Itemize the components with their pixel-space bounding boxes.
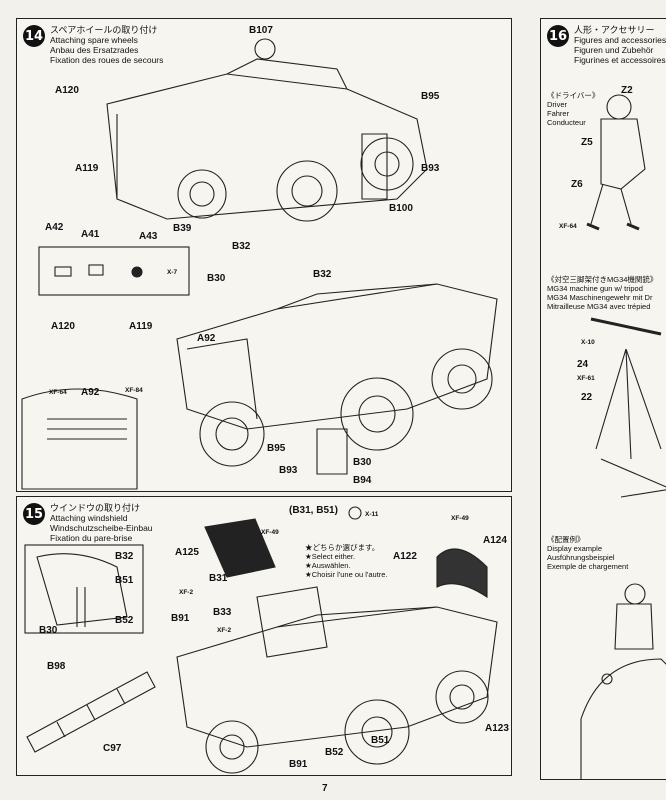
paint-code: X-7	[167, 269, 178, 276]
part-label: B100	[389, 203, 413, 214]
part-label: A119	[129, 321, 153, 332]
step-15-drawing	[24, 506, 498, 774]
paint-code: XF-49	[261, 529, 279, 536]
paint-code: X-11	[365, 511, 379, 518]
part-label: A41	[81, 229, 100, 240]
step-14-panel: 14 スペアホイールの取り付け Attaching spare wheels A…	[16, 18, 512, 492]
part-label: B94	[353, 475, 372, 486]
paint-code: XF-49	[451, 515, 469, 522]
step-titles: 人形・アクセサリー Figures and accessories Figure…	[574, 25, 666, 65]
part-label: B107	[249, 25, 273, 36]
paint-code: XF-84	[125, 387, 143, 394]
part-label: B32	[313, 269, 332, 280]
paint-code: XF-2	[217, 627, 232, 634]
part-label: B30	[207, 273, 226, 284]
part-label: B30	[353, 457, 372, 468]
selection-note: ★どちらか選びます。 ★Select either. ★Auswählen. ★…	[305, 543, 388, 579]
part-label: B93	[279, 465, 298, 476]
part-label: B39	[173, 223, 192, 234]
part-label: B51	[115, 575, 134, 586]
part-label: 22	[581, 392, 593, 403]
part-label: B91	[171, 613, 190, 624]
part-label: B98	[47, 661, 66, 672]
step-14-drawing	[21, 38, 498, 490]
part-label: A42	[45, 222, 64, 233]
paint-code: XF-2	[179, 589, 194, 596]
step-14-header: 14 スペアホイールの取り付け Attaching spare wheels A…	[23, 25, 163, 65]
part-label: A92	[197, 333, 216, 344]
part-label: B95	[267, 443, 286, 454]
part-label: A119	[75, 163, 99, 174]
step-16-panel: 16 人形・アクセサリー Figures and accessories Fig…	[540, 18, 666, 780]
paint-code: XF-61	[577, 375, 595, 382]
part-label: A120	[51, 321, 75, 332]
part-label: B51	[371, 735, 390, 746]
step-number: 16	[547, 25, 569, 47]
display-example-label: 《配置例》 Display example Ausführungsbeispie…	[547, 535, 629, 571]
step-titles: スペアホイールの取り付け Attaching spare wheels Anba…	[50, 25, 164, 65]
part-label: B95	[421, 91, 440, 102]
part-label: Z6	[571, 179, 583, 190]
part-label: A122	[393, 551, 417, 562]
part-label: C97	[103, 743, 122, 754]
mg34-label: 《対空三脚架付きMG34機関銃》 MG34 machine gun w/ tri…	[547, 275, 658, 311]
part-label: 24	[577, 359, 589, 370]
page-number: 7	[322, 783, 328, 794]
part-label: B91	[289, 759, 308, 770]
part-label: B33	[213, 607, 232, 618]
part-label: A124	[483, 535, 507, 546]
part-label: B31	[209, 573, 228, 584]
part-label: B52	[325, 747, 344, 758]
part-label: (B31, B51)	[289, 505, 338, 516]
part-label: B32	[232, 241, 251, 252]
step-15-header: 15 ウインドウの取り付け Attaching windshield Winds…	[23, 503, 153, 543]
driver-label: 《ドライバー》 Driver Fahrer Conducteur	[547, 91, 600, 127]
part-label: A125	[175, 547, 199, 558]
part-label: B30	[39, 625, 58, 636]
paint-code: X-10	[581, 339, 595, 346]
part-label: A123	[485, 723, 509, 734]
part-label: A120	[55, 85, 79, 96]
part-label: B32	[115, 551, 134, 562]
step-16-header: 16 人形・アクセサリー Figures and accessories Fig…	[547, 25, 666, 65]
step-number: 15	[23, 503, 45, 525]
part-label: Z2	[621, 85, 633, 96]
paint-code: XF-64	[559, 223, 577, 230]
step-titles: ウインドウの取り付け Attaching windshield Windschu…	[50, 503, 153, 543]
part-label: B52	[115, 615, 134, 626]
step-number: 14	[23, 25, 45, 47]
step-15-panel: 15 ウインドウの取り付け Attaching windshield Winds…	[16, 496, 512, 776]
part-label: B93	[421, 163, 440, 174]
part-label: A92	[81, 387, 100, 398]
paint-code: XF-64	[49, 389, 67, 396]
step-16-drawing	[580, 94, 666, 779]
part-label: A43	[139, 231, 158, 242]
part-label: Z5	[581, 137, 593, 148]
